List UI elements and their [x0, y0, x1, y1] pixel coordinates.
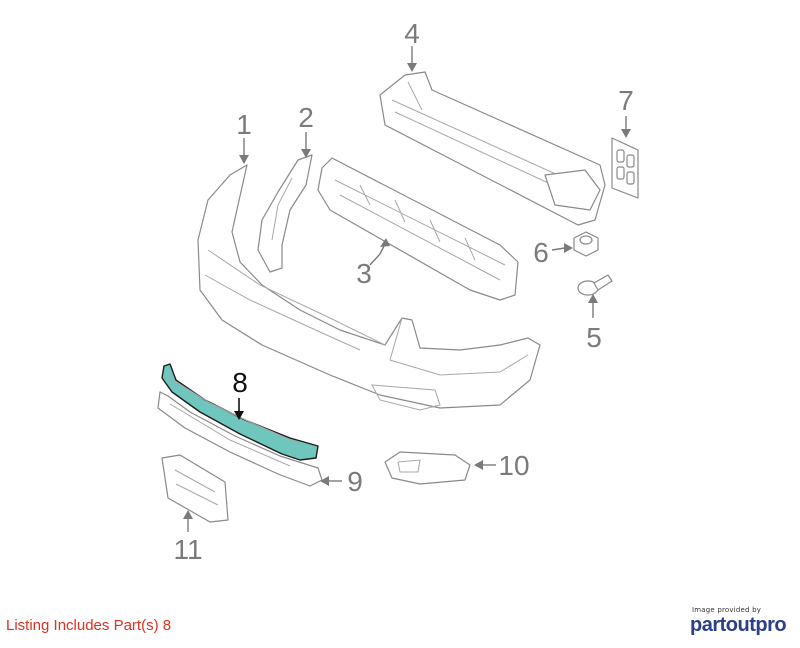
callout-3: 3: [356, 258, 372, 289]
callout-6: 6: [533, 237, 549, 268]
callout-arrows: [183, 46, 631, 532]
part-4-reinforcement-bar[interactable]: [379, 71, 606, 226]
part-8-lower-strip[interactable]: [161, 363, 319, 461]
callout-5: 5: [586, 322, 602, 353]
part-6-nut[interactable]: [573, 231, 599, 257]
callout-1: 1: [236, 109, 252, 140]
part-7-bracket[interactable]: [611, 137, 639, 199]
callout-2: 2: [298, 102, 314, 133]
part-1-bumper-cover[interactable]: [197, 164, 541, 411]
callout-8: 8: [232, 367, 248, 398]
part-5-bolt[interactable]: [577, 274, 613, 296]
callout-10: 10: [498, 450, 529, 481]
part-10-fog-cover[interactable]: [384, 451, 471, 485]
brand-logo: partoutpro: [690, 614, 787, 636]
callout-9: 9: [347, 466, 363, 497]
part-2-side-bracket[interactable]: [257, 154, 313, 273]
part-3-energy-absorber[interactable]: [317, 157, 519, 301]
listing-caption: Listing Includes Part(s) 8: [6, 617, 172, 634]
part-11-plate-bracket[interactable]: [161, 454, 229, 523]
callout-4: 4: [404, 18, 420, 49]
provided-by-text: Image provided by: [692, 606, 762, 614]
brand-credit: Image provided by partoutpro: [690, 606, 800, 636]
callout-7: 7: [618, 85, 634, 116]
callout-11: 11: [173, 534, 202, 565]
